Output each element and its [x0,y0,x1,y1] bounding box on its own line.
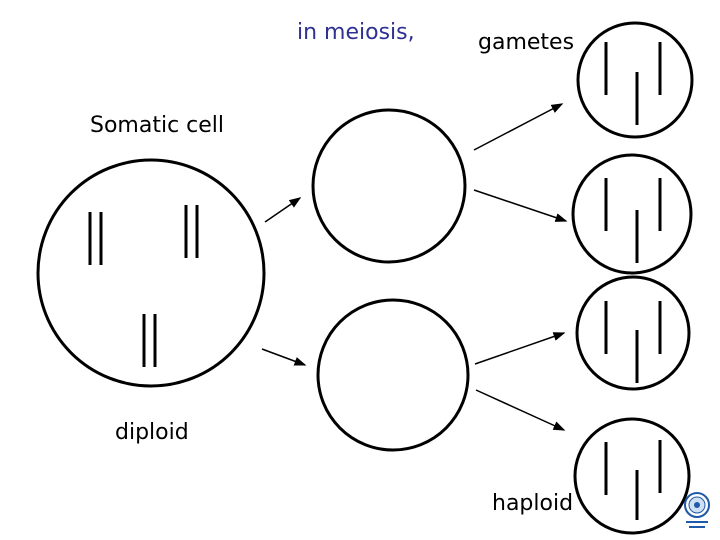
label-haploid: haploid [492,491,574,516]
arrow [474,332,566,365]
gamete-cell [576,21,694,139]
heading-in-meiosis: in meiosis, [297,20,415,45]
gamete-cell [573,417,691,535]
label-somatic-cell: Somatic cell [90,113,225,138]
arrow [264,197,302,223]
arrow [475,389,566,431]
arrow [473,103,564,151]
label-diploid: diploid [115,420,189,445]
chromosome-pair [142,314,157,367]
intermediate-cell [316,298,470,452]
arrow [473,189,568,222]
intermediate-cell [311,108,467,264]
gamete-cell [575,275,691,391]
gamete-cell [571,153,693,275]
arrow [261,348,307,366]
label-gametes: gametes [478,30,575,55]
chromosome-pair [184,205,199,258]
university-seal-icon [684,492,710,528]
chromosome-pair [88,212,103,265]
somatic-cell [36,158,266,388]
